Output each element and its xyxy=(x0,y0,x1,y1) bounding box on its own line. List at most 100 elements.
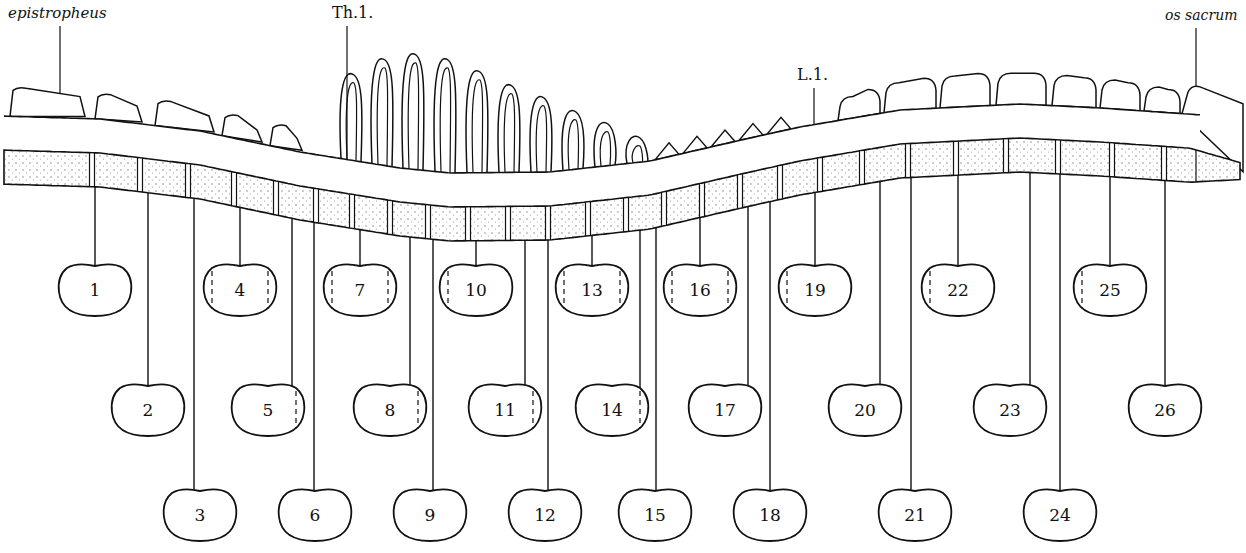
rib xyxy=(626,136,648,163)
rib xyxy=(340,74,362,162)
vertebra-section: 14 xyxy=(574,382,650,438)
intervertebral-disc xyxy=(470,207,471,241)
dashed-mark xyxy=(639,391,640,429)
callout-number: 9 xyxy=(392,487,468,543)
callout-number: 6 xyxy=(277,487,353,543)
leader-line xyxy=(524,234,525,390)
dashed-mark xyxy=(532,391,533,429)
leader-line xyxy=(655,222,656,495)
vertebra-section: 12 xyxy=(507,487,583,543)
leader-line xyxy=(747,200,748,390)
leader-line xyxy=(814,186,815,270)
leader-line xyxy=(910,171,911,495)
rib xyxy=(408,63,418,170)
rib xyxy=(402,54,424,171)
callout-number: 26 xyxy=(1127,382,1203,438)
intervertebral-disc xyxy=(550,206,551,240)
vertebra-section: 11 xyxy=(467,382,543,438)
intervertebral-disc xyxy=(350,195,355,227)
intervertebral-disc xyxy=(1114,143,1115,177)
intervertebral-disc xyxy=(905,144,906,178)
leader-line xyxy=(432,233,433,495)
vertebra-section: 20 xyxy=(827,382,903,438)
intervertebral-disc xyxy=(354,194,355,228)
rib xyxy=(346,83,356,161)
callout-number: 13 xyxy=(554,262,630,318)
callout-number: 15 xyxy=(617,487,693,543)
spinous-process xyxy=(1144,87,1180,113)
callout-number: 10 xyxy=(438,262,514,318)
leader-line xyxy=(547,234,548,495)
dashed-mark xyxy=(727,271,728,309)
dashed-mark xyxy=(417,391,418,429)
leader-line xyxy=(313,216,314,495)
leader-line xyxy=(409,231,410,390)
intervertebral-disc xyxy=(1162,147,1167,179)
intervertebral-disc xyxy=(628,198,629,232)
intervertebral-disc xyxy=(742,174,743,208)
intervertebral-disc xyxy=(313,189,314,223)
intervertebral-disc xyxy=(314,190,319,222)
callout-number: 5 xyxy=(230,382,306,438)
vertebra-section: 6 xyxy=(277,487,353,543)
spinous-process xyxy=(95,94,142,122)
vertebra-section: 5 xyxy=(230,382,306,438)
intervertebral-disc xyxy=(465,207,466,241)
leader-line xyxy=(94,181,95,270)
callout-number: 4 xyxy=(202,262,278,318)
dashed-mark xyxy=(929,271,930,309)
intervertebral-disc xyxy=(1109,143,1110,177)
intervertebral-disc xyxy=(506,207,511,239)
vertebra-section: 8 xyxy=(352,382,428,438)
region-label: epistropheus xyxy=(6,4,109,22)
callout-number: 21 xyxy=(877,487,953,543)
dashed-mark xyxy=(267,271,268,309)
leader-line xyxy=(957,169,958,270)
vertebra-section: 26 xyxy=(1127,382,1203,438)
intervertebral-disc xyxy=(699,183,700,217)
intervertebral-disc xyxy=(1004,140,1009,172)
dashed-mark xyxy=(331,271,332,309)
vertebra-section: 4 xyxy=(202,262,278,318)
leader-line xyxy=(769,196,770,495)
intervertebral-disc xyxy=(546,207,551,239)
intervertebral-disc xyxy=(510,206,511,240)
intervertebral-disc xyxy=(704,183,705,217)
intervertebral-disc xyxy=(232,173,237,205)
callout-number: 14 xyxy=(574,382,650,438)
leader-line xyxy=(1109,171,1110,270)
intervertebral-disc xyxy=(623,198,624,232)
callout-number: 3 xyxy=(162,487,238,543)
leader-line xyxy=(639,224,640,390)
rib xyxy=(600,132,610,167)
intervertebral-disc xyxy=(90,154,95,186)
region-label: os sacrum xyxy=(1163,6,1239,24)
intervertebral-disc xyxy=(137,158,138,192)
callout-number: 12 xyxy=(507,487,583,543)
intervertebral-disc xyxy=(185,164,186,198)
intervertebral-disc xyxy=(273,181,274,215)
intervertebral-disc xyxy=(822,158,823,192)
rib xyxy=(562,111,584,171)
vertebra-section: 15 xyxy=(617,487,693,543)
intervertebral-disc xyxy=(590,202,591,236)
vertebra-section: 21 xyxy=(877,487,953,543)
intervertebral-disc xyxy=(426,206,431,238)
intervertebral-disc xyxy=(1056,141,1061,173)
intervertebral-disc xyxy=(318,189,319,223)
intervertebral-disc xyxy=(737,174,738,208)
intervertebral-disc xyxy=(349,194,350,228)
region-label: L.1. xyxy=(795,66,830,84)
intervertebral-disc xyxy=(860,151,865,183)
intervertebral-disc xyxy=(1060,140,1061,174)
intervertebral-disc xyxy=(1166,146,1167,180)
intervertebral-disc xyxy=(818,159,823,191)
callout-number: 1 xyxy=(57,262,133,318)
intervertebral-disc xyxy=(624,199,629,231)
leader-line xyxy=(239,201,240,270)
rib xyxy=(632,146,642,163)
rib xyxy=(504,94,514,173)
intervertebral-disc xyxy=(388,201,393,233)
intervertebral-disc xyxy=(782,165,783,199)
spinous-process xyxy=(884,78,936,113)
